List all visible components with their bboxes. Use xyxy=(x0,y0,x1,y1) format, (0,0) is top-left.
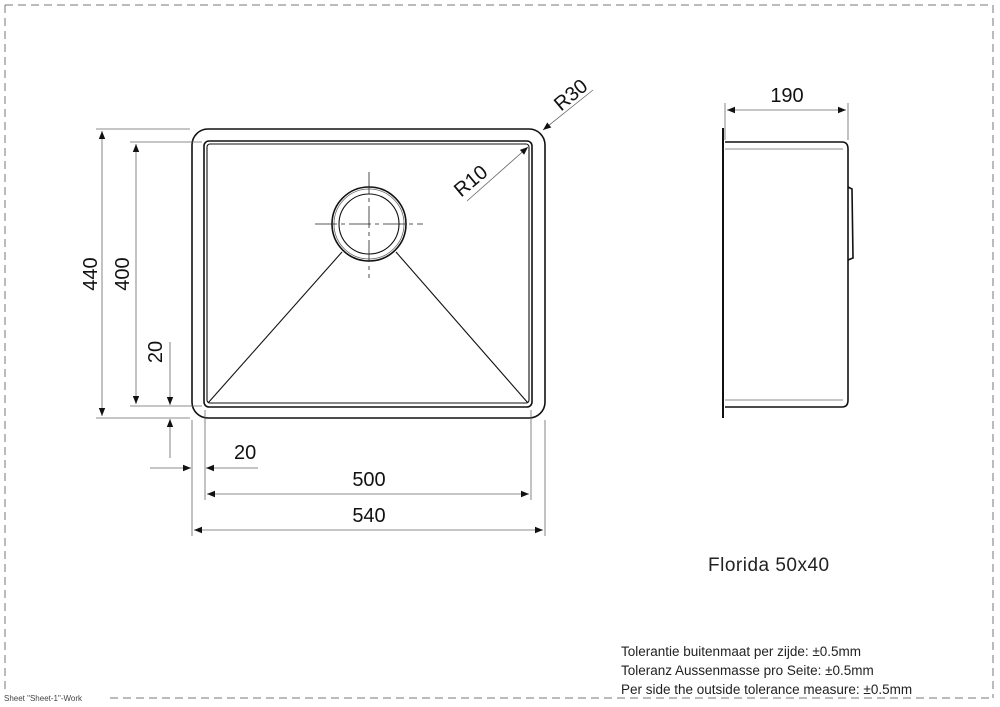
svg-text:540: 540 xyxy=(352,505,385,527)
dimension-inner-height: 400 xyxy=(112,141,202,407)
dimension-rim-vertical: 20 xyxy=(145,341,174,458)
sheet-label: Sheet "Sheet-1"-Work xyxy=(4,694,83,703)
tolerance-label: Toleranz Aussenmasse pro Seite: xyxy=(621,663,821,678)
tolerance-value: ±0.5mm xyxy=(863,682,912,697)
svg-text:R10: R10 xyxy=(450,161,492,201)
drain-icon xyxy=(315,172,423,278)
svg-text:400: 400 xyxy=(112,257,134,290)
dimension-outer-radius: R30 xyxy=(542,75,594,131)
svg-text:440: 440 xyxy=(80,257,102,290)
tolerance-label: Tolerantie buitenmaat per zijde: xyxy=(621,644,809,659)
svg-text:R30: R30 xyxy=(550,75,592,115)
dimension-outer-height: 440 xyxy=(80,128,190,419)
dimension-inner-width: 500 xyxy=(207,410,532,500)
svg-text:Toleranz Aussenmasse pro Seite: Toleranz Aussenmasse pro Seite: ±0.5mm xyxy=(621,663,874,678)
svg-text:Per side the outside tolerance: Per side the outside tolerance measure: … xyxy=(621,682,912,697)
svg-text:190: 190 xyxy=(770,85,803,107)
sink-side-view xyxy=(722,128,854,418)
dimension-outer-width: 540 xyxy=(194,420,546,536)
dimension-rim-horizontal: 20 xyxy=(150,410,258,536)
tolerance-label: Per side the outside tolerance measure: xyxy=(621,682,860,697)
sheet-frame xyxy=(4,4,994,699)
svg-text:20: 20 xyxy=(145,341,167,363)
svg-text:500: 500 xyxy=(352,469,385,491)
tolerance-value: ±0.5mm xyxy=(825,663,874,678)
tolerance-notes: Tolerantie buitenmaat per zijde: ±0.5mm … xyxy=(621,644,912,697)
svg-text:20: 20 xyxy=(234,442,256,464)
sink-top-view xyxy=(191,128,546,419)
svg-text:Tolerantie buitenmaat per zijd: Tolerantie buitenmaat per zijde: ±0.5mm xyxy=(621,644,861,659)
model-title: Florida 50x40 xyxy=(708,555,830,576)
tolerance-value: ±0.5mm xyxy=(812,644,861,659)
dimension-inner-radius: R10 xyxy=(450,146,529,202)
dimension-depth: 190 xyxy=(724,85,849,140)
